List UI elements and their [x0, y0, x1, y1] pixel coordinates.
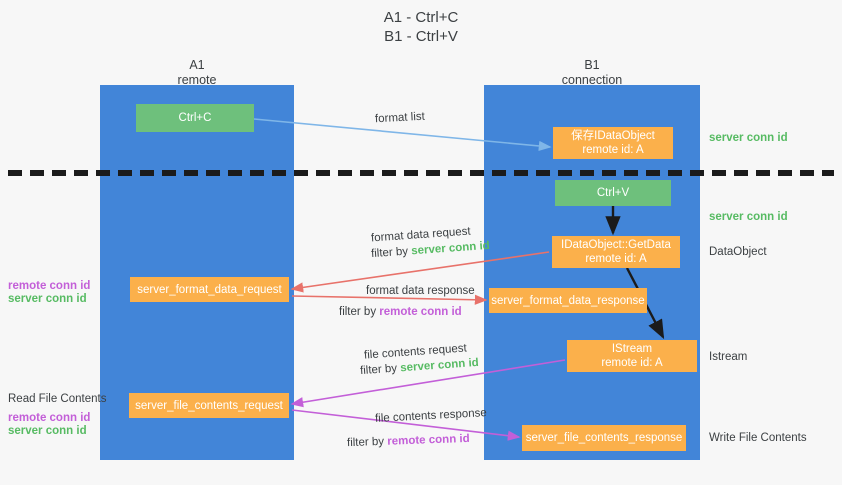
node-server-file-contents-response[interactable]: server_file_contents_response	[522, 425, 686, 451]
left-annotation-server-conn-id: server conn id	[8, 293, 87, 305]
node-getdata[interactable]: IDataObject::GetData remote id: A	[552, 236, 680, 268]
node-ctrl-c[interactable]: Ctrl+C	[136, 104, 254, 132]
node-server-format-data-response[interactable]: server_format_data_response	[489, 288, 647, 313]
node-ctrl-v[interactable]: Ctrl+V	[555, 180, 671, 206]
page-title: A1 - Ctrl+C B1 - Ctrl+V	[0, 8, 842, 46]
edge-format-data-request	[290, 251, 550, 293]
label-format-data-response-filter: filter by remote conn id	[339, 305, 462, 320]
right-annotation-dataobject: DataObject	[709, 246, 767, 258]
lane-b1-name: B1	[584, 58, 600, 72]
left-annotation-remote-conn-id-2: remote conn id	[8, 412, 91, 424]
node-server-file-contents-response-label: server_file_contents_response	[525, 432, 683, 444]
edge-file-contents-request	[290, 359, 566, 408]
node-idataobject-label: 保存IDataObject	[571, 130, 655, 142]
node-istream[interactable]: IStream remote id: A	[567, 340, 697, 372]
node-getdata-sub: remote id: A	[585, 253, 647, 265]
label-format-list: format list	[374, 110, 426, 126]
edge-format-data-response	[291, 294, 488, 305]
node-server-file-contents-request-label: server_file_contents_request	[135, 399, 283, 412]
node-server-format-data-request[interactable]: server_format_data_request	[130, 277, 289, 302]
node-idataobject[interactable]: 保存IDataObject remote id: A	[553, 127, 673, 159]
node-server-format-data-request-label: server_format_data_request	[137, 283, 282, 296]
node-istream-label: IStream	[611, 343, 653, 355]
filter-key-remote-conn-id: remote conn id	[387, 432, 470, 448]
dashed-separator	[8, 170, 834, 176]
left-annotation-read-file-contents: Read File Contents	[8, 393, 107, 405]
left-annotation-server-conn-id-2: server conn id	[8, 425, 87, 437]
node-server-format-data-response-label: server_format_data_response	[491, 294, 645, 307]
lane-a1-name: A1	[189, 58, 205, 72]
node-istream-sub: remote id: A	[601, 357, 663, 369]
node-server-file-contents-request[interactable]: server_file_contents_request	[129, 393, 289, 418]
title-line-1: A1 - Ctrl+C	[383, 9, 459, 26]
node-ctrl-c-label: Ctrl+C	[178, 112, 212, 124]
label-format-data-response: format data response	[366, 285, 475, 297]
filter-prefix: filter by	[359, 362, 401, 378]
lane-b1-role: connection	[561, 73, 623, 87]
filter-key-remote-conn-id: remote conn id	[379, 306, 462, 318]
edge-file-contents-response	[291, 409, 521, 441]
lane-header-b1: B1 connection	[484, 58, 700, 88]
node-getdata-label: IDataObject::GetData	[561, 239, 671, 251]
node-idataobject-sub: remote id: A	[582, 144, 644, 156]
edge-format-list	[253, 118, 552, 152]
right-annotation-server-conn-id-top: server conn id	[709, 132, 788, 144]
lane-header-a1: A1 remote	[100, 58, 294, 88]
left-annotation-remote-conn-id: remote conn id	[8, 280, 91, 292]
right-annotation-istream: Istream	[709, 351, 748, 363]
filter-prefix: filter by	[370, 245, 412, 261]
filter-prefix: filter by	[339, 306, 380, 318]
node-ctrl-v-label: Ctrl+V	[596, 187, 630, 199]
filter-prefix: filter by	[346, 435, 388, 450]
title-line-2: B1 - Ctrl+V	[384, 28, 458, 45]
right-annotation-write-file-contents: Write File Contents	[709, 432, 807, 444]
lane-a1-role: remote	[177, 73, 217, 87]
right-annotation-server-conn-id-mid: server conn id	[709, 211, 788, 223]
